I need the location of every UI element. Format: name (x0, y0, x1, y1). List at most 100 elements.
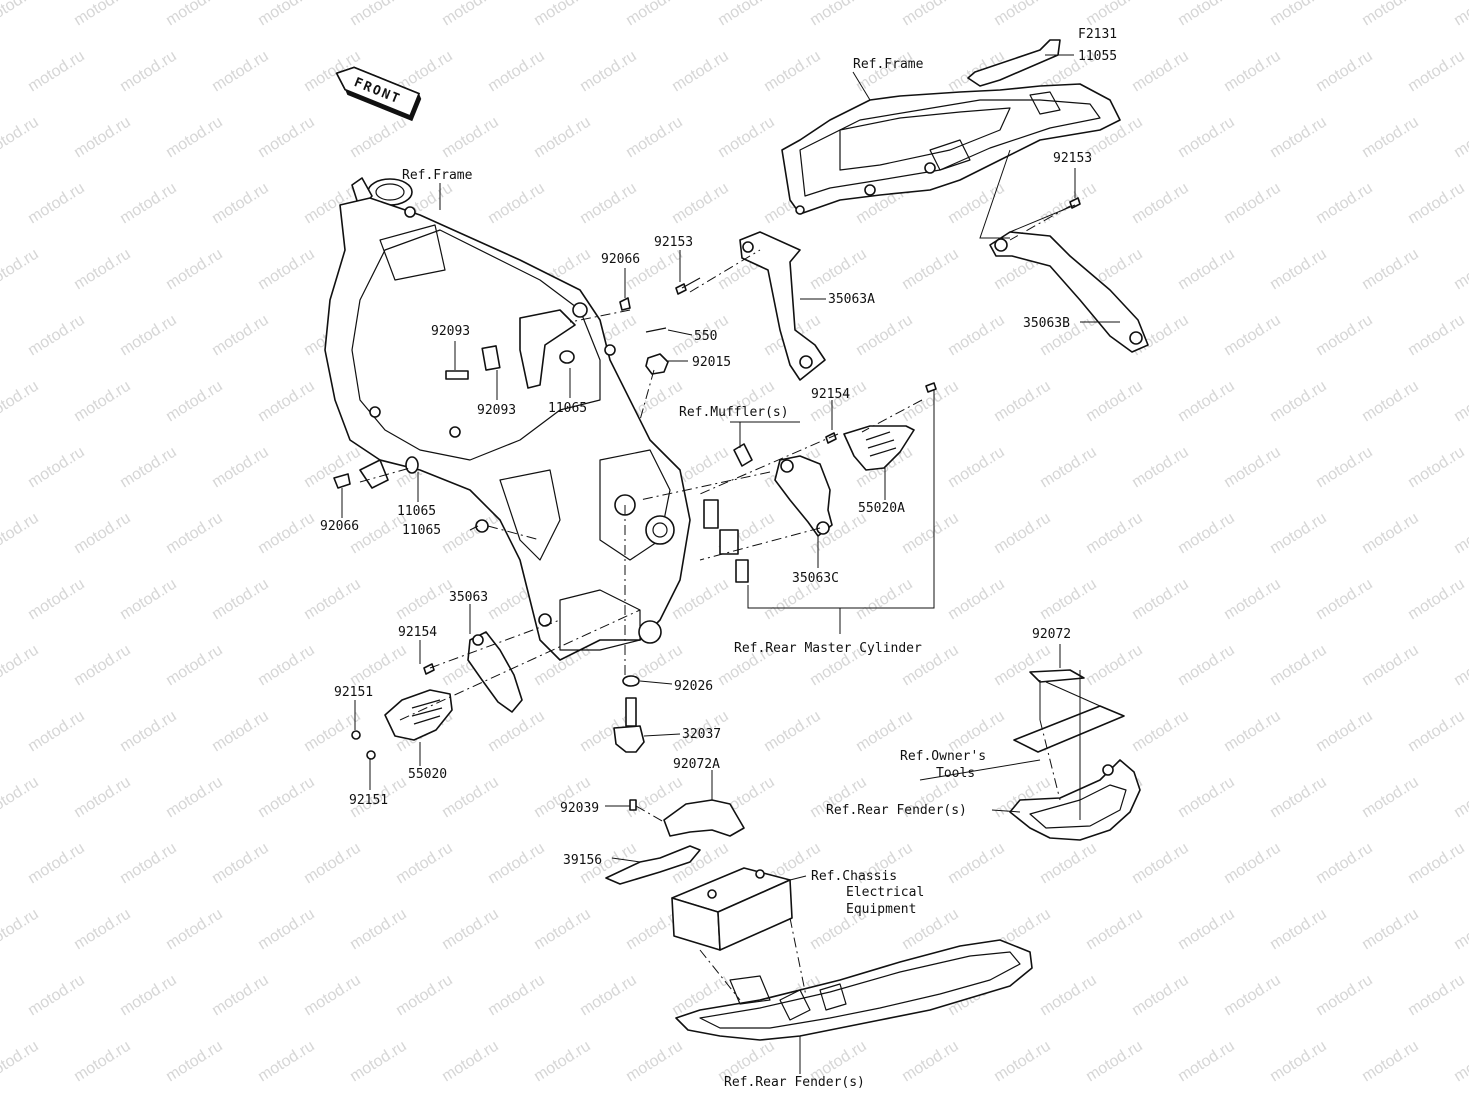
part-labels: F2131 11055 Ref.Frame Ref.Frame 92153 92… (320, 27, 1117, 1090)
watermark-text: motod.ru (853, 312, 916, 360)
label-55020: 55020 (408, 767, 447, 782)
watermark-text: motod.ru (1129, 48, 1192, 96)
watermark-text: motod.ru (1451, 774, 1469, 822)
main-frame (324, 177, 691, 661)
watermark-text: motod.ru (1083, 0, 1146, 29)
watermark-text: motod.ru (25, 972, 88, 1020)
watermark-text: motod.ru (945, 576, 1008, 624)
watermark-text: motod.ru (485, 972, 548, 1020)
watermark-text: motod.ru (0, 0, 42, 29)
watermark-text: motod.ru (1359, 378, 1422, 426)
watermark-text: motod.ru (71, 378, 134, 426)
watermark-text: motod.ru (0, 774, 42, 822)
label-92093-mid: 92093 (477, 403, 516, 418)
bracket-35063A (739, 231, 826, 381)
watermark-text: motod.ru (71, 774, 134, 822)
bracket-35063C (774, 455, 833, 537)
watermark-text: motod.ru (761, 48, 824, 96)
watermark-text: motod.ru (347, 1038, 410, 1086)
watermark-text: motod.ru (1359, 774, 1422, 822)
label-ref-chassis-1: Ref.Chassis (811, 869, 897, 884)
watermark-text: motod.ru (1083, 642, 1146, 690)
watermark-text: motod.ru (1359, 510, 1422, 558)
watermark-text: motod.ru (1313, 444, 1376, 492)
plate-39156 (605, 845, 701, 885)
watermark-text: motod.ru (1359, 1038, 1422, 1086)
watermark-text: motod.ru (347, 906, 410, 954)
watermark-text: motod.ru (1451, 642, 1469, 690)
watermark-text: motod.ru (255, 510, 318, 558)
watermark-text: motod.ru (209, 840, 272, 888)
watermark-text: motod.ru (1405, 972, 1468, 1020)
watermark-text: motod.ru (1175, 246, 1238, 294)
watermark-text: motod.ru (669, 180, 732, 228)
rear-master-cylinder (703, 443, 753, 583)
label-ref-owners-tools-1: Ref.Owner's (900, 749, 986, 764)
watermark-text: motod.ru (1405, 312, 1468, 360)
figure-id: F2131 (1078, 27, 1117, 42)
watermark-text: motod.ru (1175, 510, 1238, 558)
label-55020A: 55020A (858, 501, 905, 516)
heel-guard-55020A (843, 425, 915, 471)
watermark-text: motod.ru (209, 444, 272, 492)
watermark-text: motod.ru (485, 840, 548, 888)
hardware (333, 197, 1081, 811)
label-92153-center: 92153 (654, 235, 693, 250)
watermark-text: motod.ru (945, 312, 1008, 360)
watermark-text: motod.ru (0, 510, 42, 558)
label-ref-frame-left: Ref.Frame (402, 168, 473, 183)
watermark-text: motod.ru (25, 312, 88, 360)
heel-guard-55020 (384, 689, 453, 741)
watermark-text: motod.ru (1267, 906, 1330, 954)
watermark-text: motod.ru (163, 378, 226, 426)
watermark-text: motod.ru (715, 0, 778, 29)
watermark-text: motod.ru (485, 708, 548, 756)
watermark-text: motod.ru (853, 576, 916, 624)
watermark-text: motod.ru (71, 1038, 134, 1086)
watermark-text: motod.ru (1037, 576, 1100, 624)
watermark-text: motod.ru (1083, 510, 1146, 558)
watermark-text: motod.ru (25, 708, 88, 756)
bracket-35063 (467, 631, 523, 713)
watermark-text: motod.ru (439, 774, 502, 822)
watermark-text: motod.ru (209, 48, 272, 96)
watermark-text: motod.ru (0, 1038, 42, 1086)
owners-tools-kit (1013, 669, 1125, 753)
watermark-text: motod.ru (1359, 114, 1422, 162)
leader-lines (341, 54, 1120, 1074)
watermark-text: motod.ru (1221, 312, 1284, 360)
watermark-text: motod.ru (1405, 180, 1468, 228)
watermark-text: motod.ru (485, 180, 548, 228)
watermark-text: motod.ru (255, 906, 318, 954)
label-92153-right: 92153 (1053, 151, 1092, 166)
watermark-text: motod.ru (991, 1038, 1054, 1086)
label-32037: 32037 (682, 727, 721, 742)
watermark-text: motod.ru (117, 444, 180, 492)
watermark-text: motod.ru (163, 510, 226, 558)
watermark-text: motod.ru (807, 0, 870, 29)
label-ref-muffler: Ref.Muffler(s) (679, 405, 789, 420)
watermark-text: motod.ru (255, 114, 318, 162)
watermark-text: motod.ru (301, 576, 364, 624)
watermark-text: motod.ru (623, 0, 686, 29)
watermark-text: motod.ru (1267, 510, 1330, 558)
watermark-text: motod.ru (1451, 1038, 1469, 1086)
watermark-text: motod.ru (1405, 48, 1468, 96)
watermark-text: motod.ru (1313, 48, 1376, 96)
watermark-text: motod.ru (163, 774, 226, 822)
watermark-text: motod.ru (485, 48, 548, 96)
watermark-text: motod.ru (0, 246, 42, 294)
watermark-text: motod.ru (899, 510, 962, 558)
label-39156: 39156 (563, 853, 602, 868)
watermark-text: motod.ru (439, 114, 502, 162)
watermark-text: motod.ru (439, 0, 502, 29)
watermark-text: motod.ru (1313, 708, 1376, 756)
watermark-text: motod.ru (117, 708, 180, 756)
watermark-text: motod.ru (71, 642, 134, 690)
watermark-text: motod.ru (117, 180, 180, 228)
watermark-text: motod.ru (1221, 48, 1284, 96)
watermark-text: motod.ru (1037, 180, 1100, 228)
label-ref-rear-fender-right: Ref.Rear Fender(s) (826, 803, 967, 818)
watermark-text: motod.ru (1267, 774, 1330, 822)
